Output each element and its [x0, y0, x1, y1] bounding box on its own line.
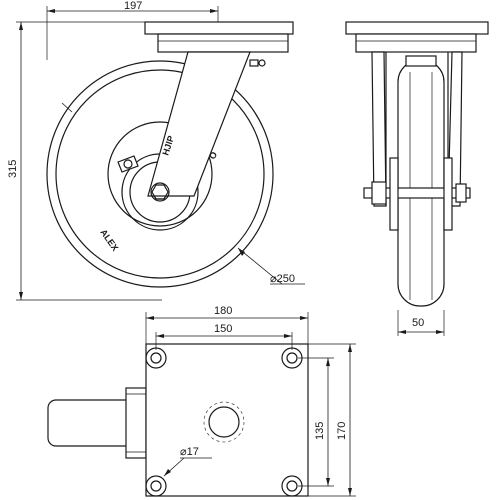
dim-wheel-diameter: ⌀250: [270, 273, 295, 285]
axle-nut-front: [150, 182, 170, 202]
front-view: 50: [345, 21, 489, 336]
side-top-plate: [144, 21, 294, 35]
top-view: ⌀17 180 150 135 170: [47, 305, 356, 497]
dim-hole-spacing-y: 135: [314, 422, 326, 440]
center-hole: [208, 406, 240, 438]
dim-height: 315: [7, 160, 19, 178]
side-top-plate-lower: [157, 33, 289, 53]
front-axle: [363, 187, 471, 199]
dim-side-width: 197: [124, 0, 142, 12]
dim-plate-length: 170: [336, 422, 348, 440]
wheel-rim: [107, 121, 213, 227]
front-top-plate: [345, 21, 489, 35]
top-plate: [145, 343, 309, 497]
wheel-tread: [55, 69, 265, 279]
dim-wheel-width: 50: [412, 317, 424, 329]
dim-hole-spacing-x: 150: [214, 323, 232, 335]
dim-hole-diameter: ⌀17: [180, 446, 199, 458]
fork-leg: [147, 51, 251, 197]
front-wheel: [397, 59, 445, 307]
dim-plate-width: 180: [214, 305, 232, 317]
side-view: ALEX HJIP O 197 315 ⌀250: [7, 0, 305, 301]
svg-text:O: O: [207, 150, 219, 161]
